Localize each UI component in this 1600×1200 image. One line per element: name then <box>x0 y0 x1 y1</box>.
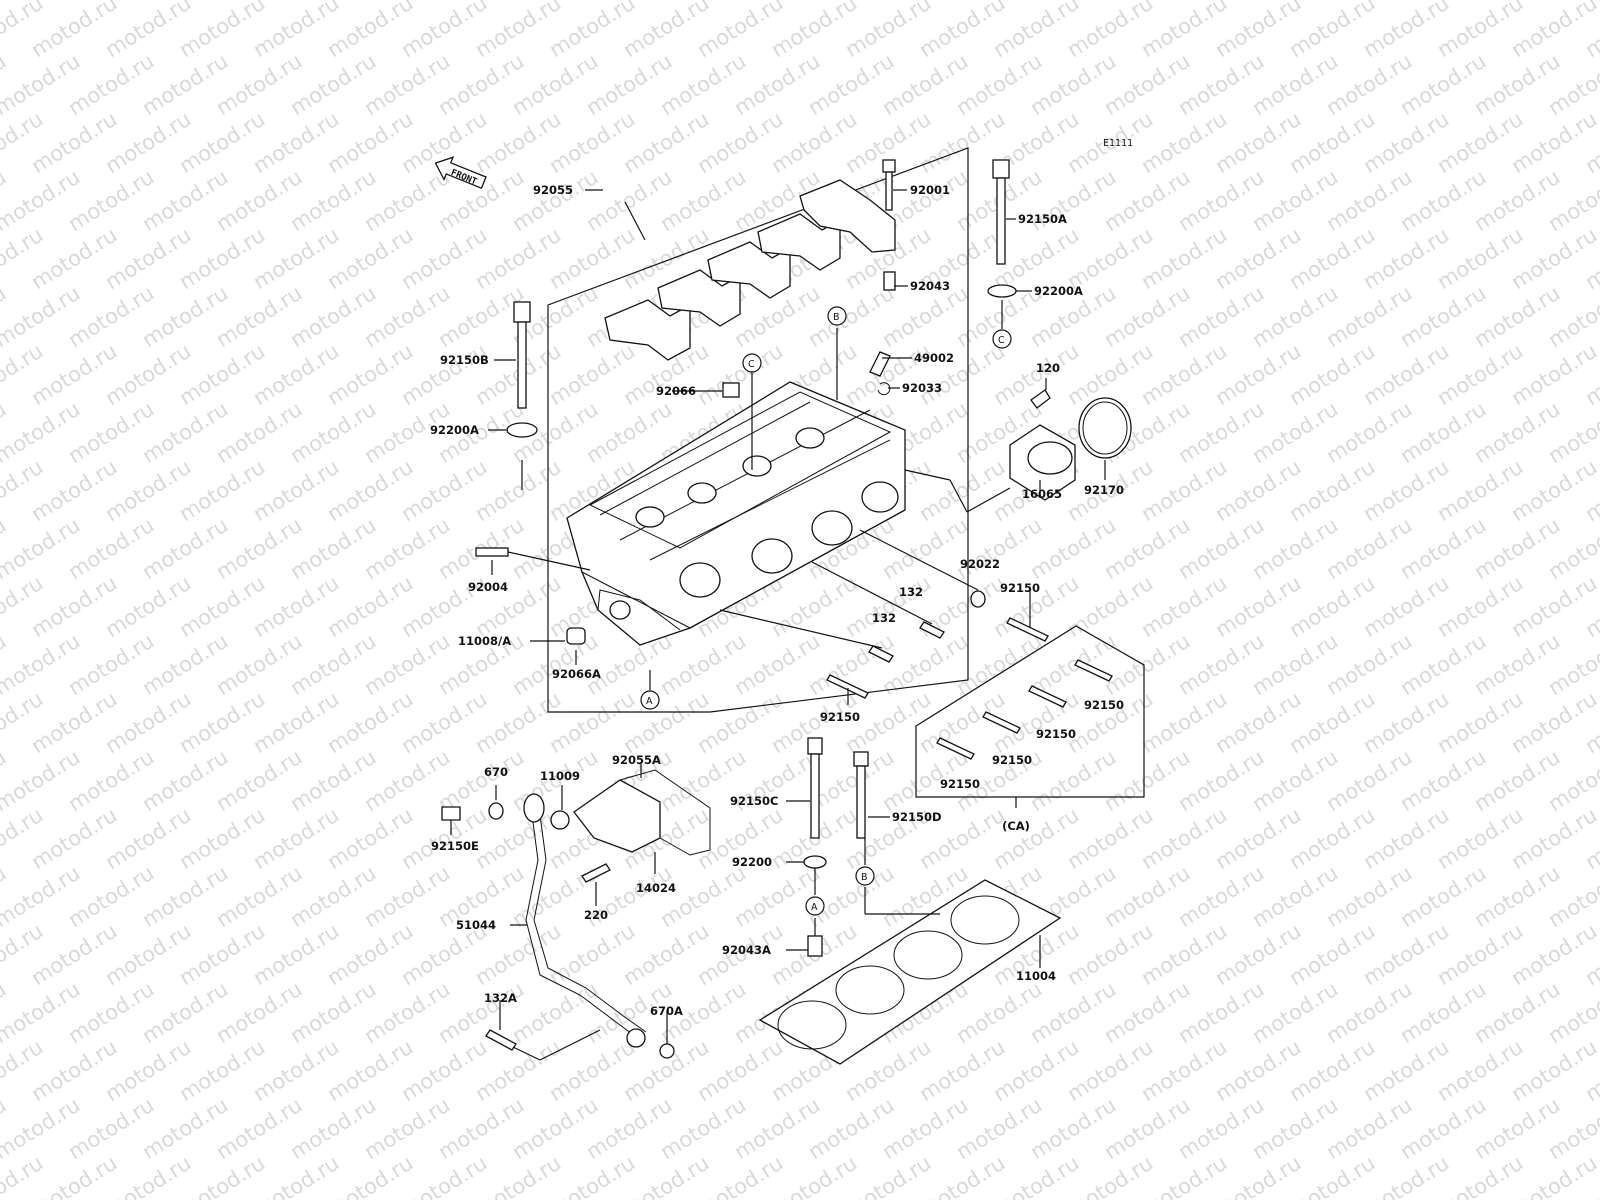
label-92043: 92043 <box>910 279 950 293</box>
bolt-92150-ca-2 <box>1028 685 1067 708</box>
label-132-lower: 132 <box>872 611 896 625</box>
label-132-upper: 132 <box>899 585 923 599</box>
ref-circle-B-bottom: B <box>855 866 875 886</box>
label-11009: 11009 <box>540 769 580 783</box>
label-92150A: 92150A <box>1018 212 1067 226</box>
label-132A: 132A <box>484 991 517 1005</box>
label-670A: 670A <box>650 1004 683 1018</box>
svg-text:C: C <box>998 335 1005 346</box>
bolt-92150-bottom <box>826 674 869 699</box>
bolt-92150-ca-4 <box>936 737 975 760</box>
oil-pipe-51044 <box>525 799 641 1041</box>
head-gasket-11004 <box>758 879 1062 1065</box>
bolt-92150E <box>441 806 461 821</box>
label-92150D: 92150D <box>892 810 942 824</box>
label-92150-right: 92150 <box>1000 581 1040 595</box>
bolt-92150D <box>853 751 869 839</box>
label-11008A: 11008/A <box>458 634 511 648</box>
leader-lines <box>450 189 1106 1061</box>
throttle-body-holder-16065 <box>1009 424 1076 501</box>
bolt-92001 <box>882 159 896 211</box>
bolt-92150-ca-3 <box>982 711 1021 734</box>
ref-circle-C-right: C <box>992 329 1012 349</box>
ref-circle-B-top: B <box>827 306 847 326</box>
gasket-11009 <box>550 810 570 830</box>
label-92150-ca-3: 92150 <box>992 753 1032 767</box>
washer-92022 <box>970 590 986 608</box>
label-92150-bottom: 92150 <box>820 710 860 724</box>
part-labels: 92055 92001 92150A 92043 92200A 49002 92… <box>430 183 1124 1018</box>
label-92022: 92022 <box>960 557 1000 571</box>
bolt-120 <box>1030 389 1051 409</box>
bolt-92150-right <box>1006 617 1049 642</box>
circlip-92033 <box>877 382 891 396</box>
dowel-92043 <box>883 271 896 291</box>
label-120: 120 <box>1036 361 1060 375</box>
label-49002: 49002 <box>914 351 954 365</box>
cylinder-head <box>566 381 906 646</box>
label-92004: 92004 <box>468 580 508 594</box>
ref-circle-A-head: A <box>640 690 660 710</box>
bolt-132-lower <box>868 645 894 663</box>
label-11004: 11004 <box>1016 969 1056 983</box>
label-92200A-left: 92200A <box>430 423 479 437</box>
washer-92200 <box>803 855 827 869</box>
svg-text:A: A <box>646 696 653 707</box>
o-ring-670 <box>488 802 504 820</box>
label-92150B: 92150B <box>440 353 489 367</box>
label-92001: 92001 <box>910 183 950 197</box>
svg-text:B: B <box>861 872 868 883</box>
label-14024: 14024 <box>636 881 676 895</box>
label-670: 670 <box>484 765 508 779</box>
label-16065: 16065 <box>1022 487 1062 501</box>
clamp-92170 <box>1078 397 1132 459</box>
label-92170: 92170 <box>1084 483 1124 497</box>
diagram-code: E1111 <box>1103 138 1133 149</box>
label-92150-ca-1: 92150 <box>1084 698 1124 712</box>
ca-group-frame <box>915 625 1145 798</box>
label-92043A: 92043A <box>722 943 771 957</box>
label-92150E: 92150E <box>431 839 479 853</box>
camshaft-caps <box>604 179 896 361</box>
label-92200: 92200 <box>732 855 772 869</box>
bolt-92150C <box>807 737 823 839</box>
bolt-132A <box>485 1029 517 1051</box>
label-92055A: 92055A <box>612 753 661 767</box>
label-92200A-right: 92200A <box>1034 284 1083 298</box>
label-92066A: 92066A <box>552 667 601 681</box>
plug-92066 <box>722 382 740 398</box>
o-ring-670A <box>659 1043 675 1059</box>
bolt-220 <box>581 863 611 883</box>
ref-circle-C-top: C <box>742 353 762 373</box>
svg-text:A: A <box>811 902 818 913</box>
label-92150-ca-4: 92150 <box>940 777 980 791</box>
label-CA: (CA) <box>1002 819 1030 833</box>
bolt-92150-ca-1 <box>1074 659 1113 682</box>
label-92150-ca-2: 92150 <box>1036 727 1076 741</box>
svg-text:C: C <box>748 359 755 370</box>
washer-92200A-right <box>987 284 1017 298</box>
bolt-132-upper <box>919 621 945 639</box>
label-220: 220 <box>584 908 608 922</box>
dowel-92043A <box>807 935 823 957</box>
bolt-92150B <box>513 301 531 409</box>
washer-92200A-left <box>506 422 538 438</box>
stud-92004 <box>475 547 509 557</box>
label-92066: 92066 <box>656 384 696 398</box>
label-92033: 92033 <box>902 381 942 395</box>
head-assembly-frame <box>547 147 969 713</box>
ref-circle-A-bottom: A <box>805 896 825 916</box>
label-92150C: 92150C <box>730 794 778 808</box>
label-51044: 51044 <box>456 918 496 932</box>
gasket-92055A <box>619 769 711 856</box>
plug-92066A <box>566 627 586 645</box>
bolt-92150A <box>992 159 1010 265</box>
svg-text:B: B <box>833 312 840 323</box>
label-92055: 92055 <box>533 183 573 197</box>
